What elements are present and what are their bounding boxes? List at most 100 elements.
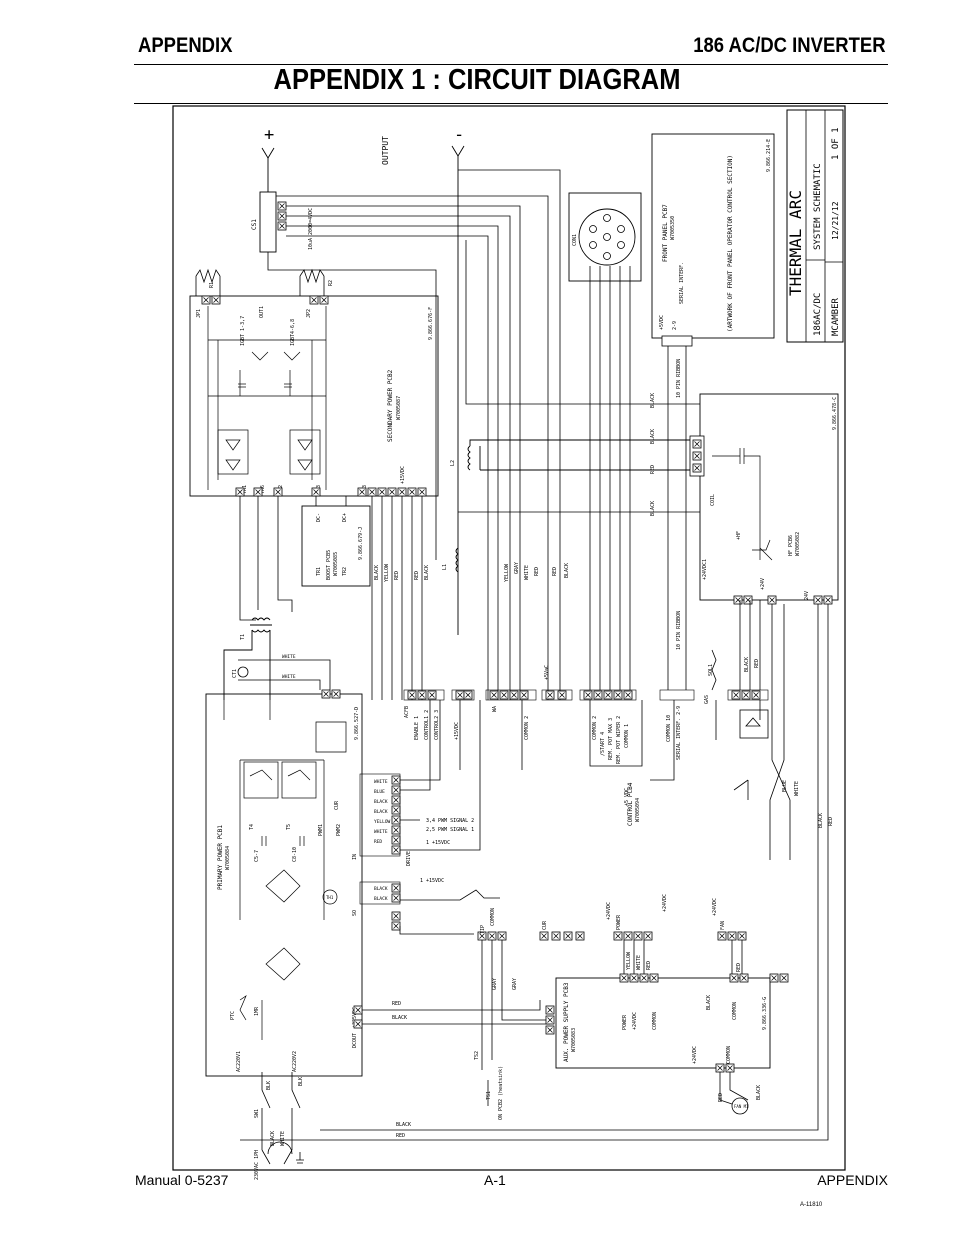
diagram-label: BLK — [266, 1081, 272, 1090]
plus-symbol: + — [264, 125, 274, 145]
diagram-label: /START 4 — [600, 732, 606, 756]
title-block: THERMAL ARC 186AC/DC SYSTEM SCHEMATIC 1 … — [786, 109, 844, 343]
diagram-label: YELLOW — [504, 563, 510, 582]
diagram-label: CUR — [334, 800, 340, 810]
diagram-label: WHITE — [280, 1131, 286, 1146]
header-rule — [134, 64, 888, 65]
diagram-label: WHITE — [636, 955, 642, 970]
footer-section: APPENDIX — [817, 1172, 888, 1188]
diagram-label: BLACK — [744, 657, 750, 672]
diagram-label: WHITE — [794, 781, 800, 796]
diagram-label: W7005083 — [571, 1028, 577, 1052]
diagram-label: T5 — [286, 824, 292, 830]
diagram-label: (ARTWORK OF FRONT PANEL OPERATOR CONTROL… — [727, 155, 734, 332]
diagram-label: W7005082 — [795, 532, 801, 556]
diagram-label: COMMON 2 — [592, 716, 598, 740]
diagram-label: ENABLE 1 — [414, 716, 420, 740]
diagram-label: COMMON — [726, 1046, 732, 1064]
diagram-label: BLACK — [818, 813, 824, 828]
diagram-label: RED — [394, 571, 400, 580]
diagram-label: 1MR — [254, 1006, 260, 1016]
diagram-label: +5VDC — [659, 315, 665, 330]
diagram-label: L2 — [450, 460, 456, 466]
diagram-label: CT1 — [232, 669, 238, 678]
tb-sheet: 1 OF 1 — [831, 127, 841, 160]
diagram-label: TIP — [480, 925, 486, 934]
diagram-label: SERIAL INTERF. 2-9 — [676, 706, 682, 760]
diagram-label: W7005085 — [333, 552, 339, 576]
diagram-label: BLACK — [650, 393, 656, 408]
diagram-label: COMMON — [490, 908, 496, 926]
pcb5-boost: BOOST PCB5 W7005085 9.866.679-J TR1 TR2 … — [301, 505, 371, 587]
diagram-label: +HF — [736, 531, 742, 540]
diagram-label: GRAY — [512, 978, 518, 990]
diagram-label: COMMON 2 — [524, 716, 530, 740]
diagram-label: PWM1 — [318, 824, 324, 836]
diagram-label: POWER — [622, 1014, 628, 1030]
diagram-label: 9.866.478-C — [832, 397, 838, 430]
con1-wires — [589, 266, 631, 690]
diagram-label: CONTROL2 3 — [434, 710, 440, 740]
diagram-label: YELLOW — [374, 819, 391, 825]
diagram-label: +5 VDC — [624, 788, 630, 806]
r2-resistor — [299, 268, 325, 296]
diagram-label: ACFB — [404, 706, 410, 718]
t1-transformer — [223, 617, 272, 700]
diagram-label: TR1 — [242, 485, 248, 494]
diagram-label: RED — [534, 567, 540, 576]
diagram-label: +24VDC — [692, 1046, 698, 1064]
diagram-label: 9.866.679-J — [358, 527, 364, 560]
r1-resistor — [195, 268, 221, 296]
diagram-label: T1 — [240, 634, 246, 640]
diagram-label: C8-10 — [292, 847, 298, 862]
pcb4-control: CONTROL PCB4 W7005094 ACFB ENABLE 1 CONT… — [404, 664, 714, 826]
pcb3-aux-power: AUX. POWER SUPPLY PCB3 W7005083 9.866.33… — [555, 977, 771, 1069]
diagram-label: +24VDC1 — [702, 559, 708, 580]
diagram-label: +5VaC — [544, 665, 550, 680]
diagram-label: W7005084 — [225, 846, 231, 870]
diagram-label: +24V — [760, 578, 766, 590]
mains-switch — [261, 1072, 304, 1165]
diagram-label: R2 — [328, 280, 334, 286]
pcb7-connector — [661, 335, 693, 347]
diagram-label: COMMON 10 — [666, 715, 672, 742]
diagram-label: 3,4 PWM SIGNAL 2 — [426, 818, 474, 824]
diagram-label: GRAY — [514, 562, 520, 574]
pcb1-primary-power: PRIMARY POWER PCB1 W7005084 9.866.527-D … — [205, 693, 363, 1077]
diagram-label: L1 — [442, 564, 448, 570]
tb-brand: THERMAL ARC — [786, 190, 805, 296]
diagram-label: SECONDARY POWER PCB2 — [387, 369, 394, 442]
diagram-label: BLACK — [374, 896, 388, 902]
diagram-label: 230VAC 1PH — [254, 1150, 260, 1180]
ct1-transformer — [237, 659, 331, 690]
diagram-label: +24VDC — [606, 902, 612, 920]
diagram-label: W7005350 — [670, 216, 676, 240]
diagram-label: TR2 — [342, 567, 348, 576]
diagram-label: YELLOW — [626, 951, 632, 970]
pcb2-internal — [207, 306, 327, 490]
diagram-label: RED — [718, 1093, 724, 1102]
output-label: OUTPUT — [381, 136, 390, 165]
figure-ref-code: A-11810 — [800, 1202, 823, 1208]
diagram-label: 1 +15VDC — [420, 878, 444, 884]
title-rule — [134, 103, 888, 104]
cs1-sensor — [259, 191, 277, 253]
con1-connector: CON1 — [568, 192, 642, 282]
cs1-label: CS1 — [251, 219, 258, 230]
diagram-label: SERIAL INTERF. — [679, 262, 685, 304]
diagram-label: TR1 — [316, 567, 322, 576]
diagram-label: TR6 — [260, 485, 266, 494]
diagram-label: REM. POT WIPER 2 — [616, 716, 622, 764]
diagram-label: R1 — [209, 282, 215, 288]
diagram-label: BLUE — [374, 789, 385, 795]
diagram-label: 2-9 — [672, 321, 678, 330]
diagram-label: RED — [414, 571, 420, 580]
con1-label: CON1 — [572, 234, 578, 246]
output-bus — [267, 169, 561, 700]
diagram-label: 24V — [804, 591, 810, 600]
diagram-label: WHITE — [524, 565, 530, 580]
diagram-label: SOL1 — [708, 664, 714, 676]
diagram-label: JP2 — [306, 309, 312, 318]
tb-date: 12/21/12 — [831, 201, 840, 240]
